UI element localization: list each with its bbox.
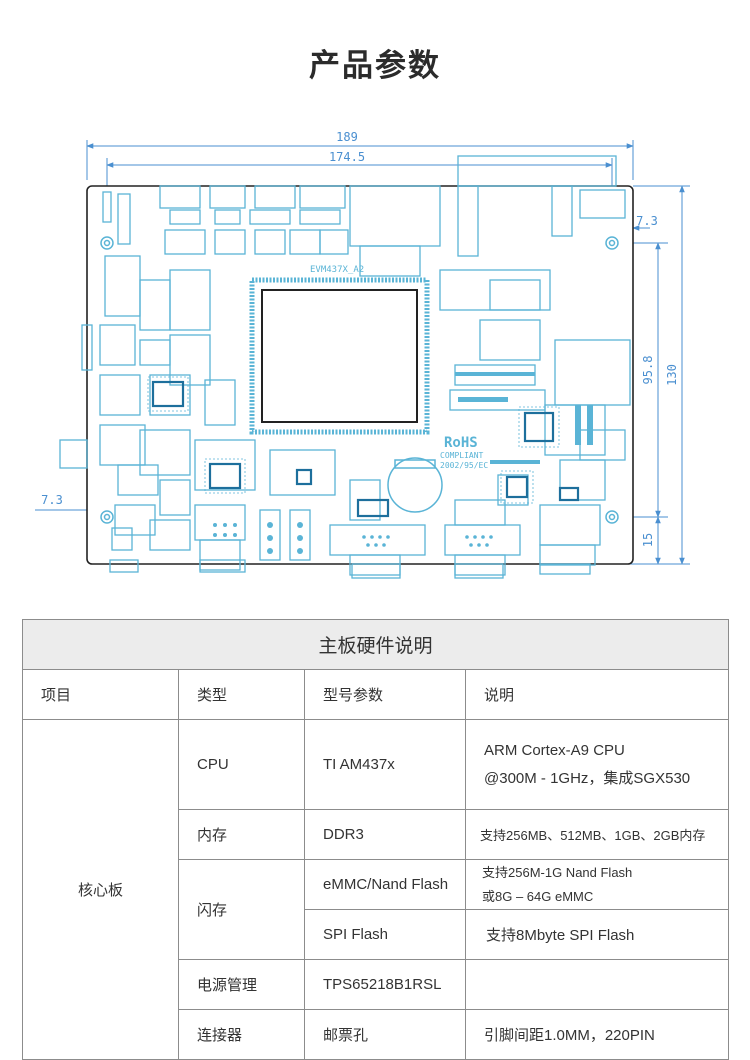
- hardware-table: 主板硬件说明 项目 类型 型号参数 说明 核心板 CPU TI AM437x A…: [21, 619, 730, 1060]
- dim-left: 7.3: [41, 493, 63, 507]
- battery-holder: [387, 457, 443, 513]
- cell-mem-desc: 支持256MB、512MB、1GB、2GB内存: [464, 809, 730, 860]
- header-model: 型号参数: [304, 669, 466, 720]
- emmc-desc-line1: 支持256M-1G Nand Flash: [482, 864, 633, 880]
- cell-power-model: TPS65218B1RSL: [304, 959, 466, 1010]
- cell-conn-type: 连接器: [178, 1009, 305, 1060]
- dim-hole-width: 174.5: [329, 150, 365, 164]
- cell-conn-model: 邮票孔: [304, 1009, 466, 1060]
- cell-spi-model: SPI Flash: [304, 909, 466, 960]
- ic-chips: [151, 380, 580, 518]
- table-row: 闪存 eMMC/Nand Flash 支持256M-1G Nand Flash …: [23, 859, 730, 960]
- svg-text:2002/95/EC: 2002/95/EC: [440, 461, 488, 470]
- cell-conn-desc: 引脚间距1.0MM，220PIN: [464, 1009, 730, 1060]
- cell-cpu-desc: ARM Cortex-A9 CPU @300M - 1GHz，集成SGX530: [464, 719, 730, 810]
- ic-chip-rings: [147, 376, 560, 504]
- header-desc: 说明: [464, 669, 730, 720]
- table-caption: 主板硬件说明: [21, 619, 730, 670]
- component-silkscreen: [59, 155, 631, 579]
- table-row: SPI Flash 支持8Mbyte SPI Flash: [23, 909, 730, 960]
- dim-bottom: 15: [641, 533, 655, 547]
- group-core-board: 核心板: [22, 719, 179, 1060]
- cpu-desc-line2: @300M - 1GHz，集成SGX530: [484, 769, 691, 787]
- core-module: EVM437X_A2: [249, 265, 430, 435]
- svg-text:RoHS: RoHS: [444, 435, 478, 451]
- table-row: 连接器 邮票孔 引脚间距1.0MM，220PIN: [23, 1009, 730, 1060]
- cell-cpu-model: TI AM437x: [304, 719, 466, 810]
- svg-text:COMPLIANT: COMPLIANT: [440, 451, 484, 460]
- table-row: 内存 DDR3 支持256MB、512MB、1GB、2GB内存: [23, 809, 730, 860]
- header-type: 类型: [178, 669, 305, 720]
- mounting-holes: [100, 236, 619, 524]
- board-diagram: 189 174.5 7.3 7.3 95.8 130 15 EVM437X_A2…: [35, 130, 690, 579]
- cell-mem-type: 内存: [178, 809, 305, 860]
- table-row: 核心板 CPU TI AM437x ARM Cortex-A9 CPU @300…: [22, 719, 730, 1060]
- cpu-desc-line1: ARM Cortex-A9 CPU: [484, 741, 625, 759]
- cell-flash-type: 闪存: [178, 859, 305, 960]
- table-header-row: 项目 类型 型号参数 说明: [22, 669, 730, 720]
- board-drawing: 189 174.5 7.3 7.3 95.8 130 15 EVM437X_A2…: [0, 120, 750, 590]
- table-row: 电源管理 TPS65218B1RSL: [23, 959, 730, 1010]
- cell-emmc-model: eMMC/Nand Flash: [304, 859, 466, 910]
- cell-power-desc: [464, 959, 730, 1010]
- header-item: 项目: [22, 669, 179, 720]
- cell-mem-model: DDR3: [304, 809, 466, 860]
- cell-cpu-type: CPU: [178, 719, 305, 810]
- dim-right-top: 7.3: [636, 214, 658, 228]
- emmc-desc-line2: 或8G – 64G eMMC: [482, 888, 594, 904]
- dimension-labels: 189 174.5 7.3 7.3 95.8 130 15: [41, 130, 679, 547]
- page-title: 产品参数: [309, 48, 441, 84]
- pin-strips: [455, 372, 593, 464]
- rohs-mark: RoHS COMPLIANT 2002/95/EC: [440, 435, 488, 470]
- connector-pins: [213, 522, 493, 554]
- silk-model-text: EVM437X_A2: [310, 265, 364, 275]
- dim-hole-height: 95.8: [641, 356, 655, 385]
- cell-spi-desc: 支持8Mbyte SPI Flash: [464, 909, 730, 960]
- dim-total-height: 130: [665, 364, 679, 386]
- cell-power-type: 电源管理: [178, 959, 305, 1010]
- cell-emmc-desc: 支持256M-1G Nand Flash 或8G – 64G eMMC: [464, 859, 730, 910]
- dim-total-width: 189: [336, 130, 358, 144]
